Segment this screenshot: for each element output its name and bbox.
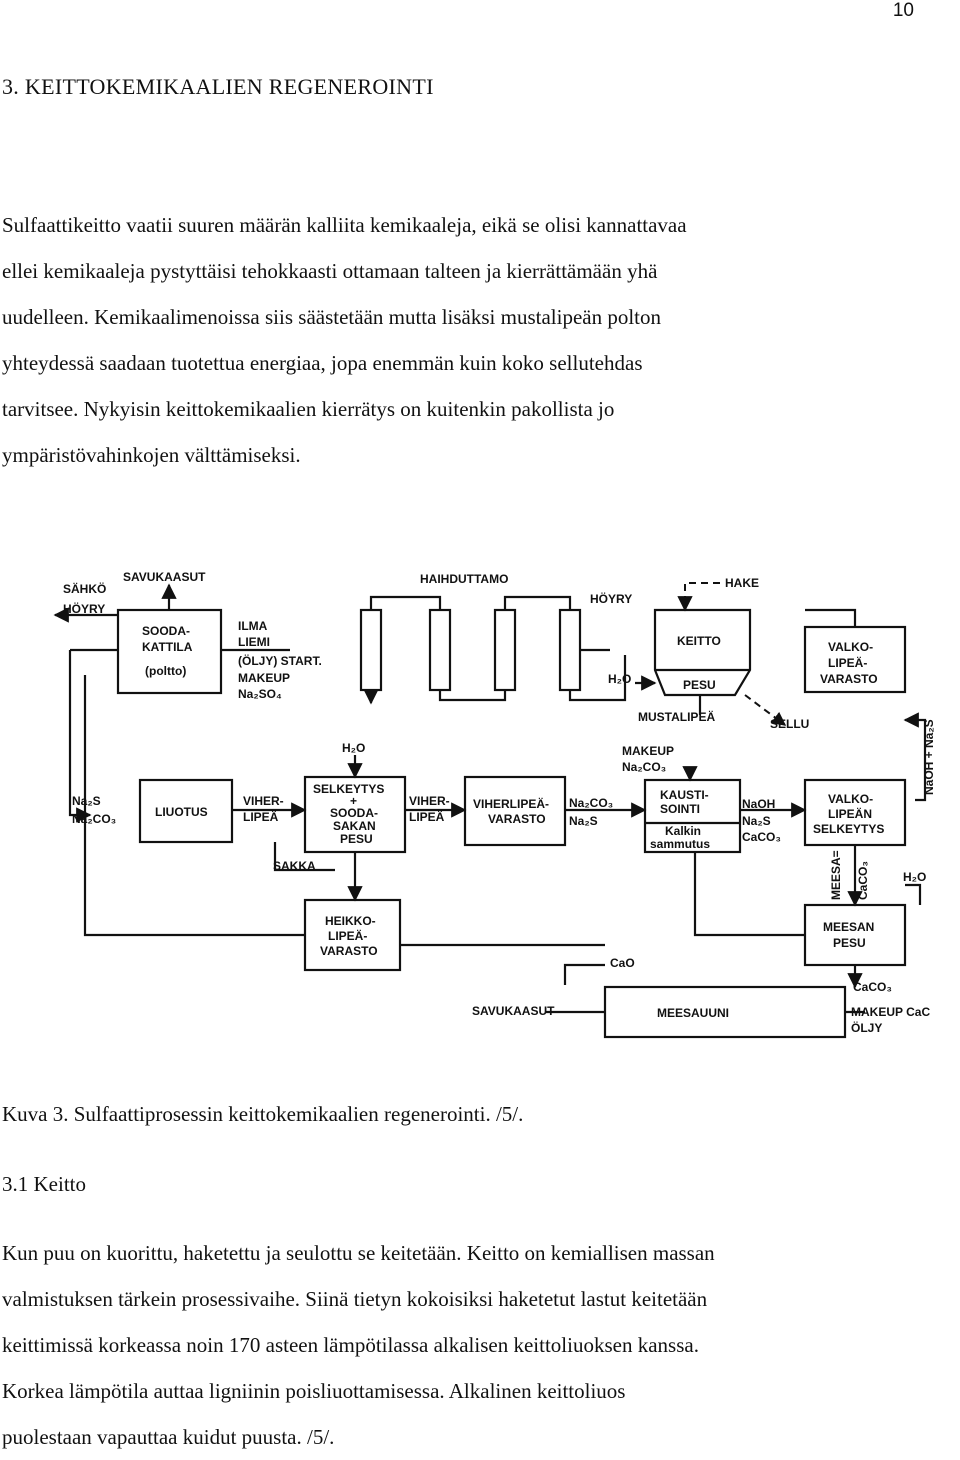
diagram-label: NaOH: [742, 797, 775, 811]
figure-caption: Kuva 3. Sulfaattiprosessin keittokemikaa…: [2, 1102, 524, 1126]
box-label: MEESAN: [823, 920, 874, 934]
box-label: +: [350, 794, 357, 808]
box-label: KEITTO: [677, 634, 721, 648]
diagram-label: LIPEÄ: [243, 809, 279, 824]
diagram-label: MAKEUP: [622, 744, 674, 758]
diagram-label: Na₂S: [569, 814, 598, 828]
box-label: KATTILA: [142, 640, 193, 654]
diagram-label: H₂O: [608, 672, 631, 686]
box-label: VARASTO: [820, 672, 878, 686]
box-label: HEIKKO-: [325, 914, 376, 928]
text-line: Sulfaattikeitto vaatii suuren määrän kal…: [2, 213, 687, 237]
diagram-label: Na₂S: [742, 814, 771, 828]
diagram-label: VIHER-: [243, 794, 284, 808]
liuotus-box: [138, 778, 234, 844]
box-label: LIPEÄ-: [328, 928, 367, 943]
intro-paragraph: Sulfaattikeitto vaatii suuren määrän kal…: [2, 202, 952, 478]
box-label: VALKO-: [828, 640, 873, 654]
diagram-label: SAVUKAASUT: [472, 1004, 555, 1018]
box-label: sammutus: [650, 837, 710, 851]
diagram-label: H₂O: [903, 870, 926, 884]
box-label: Kalkin: [665, 824, 701, 838]
diagram-label: SAVUKAASUT: [123, 570, 206, 584]
box-label: VARASTO: [320, 944, 378, 958]
diagram-label: MAKEUP CaC: [851, 1005, 930, 1019]
diagram-label: Na₂CO₃: [72, 812, 116, 826]
selkeytys-box: [303, 775, 407, 854]
diagram-label: Na₂CO₃: [622, 760, 666, 774]
diagram-label: LIPEÄ: [409, 809, 445, 824]
diagram-label: Na₂SO₄: [238, 687, 282, 701]
meesan-pesu-box: [803, 903, 907, 967]
text-line: tarvitsee. Nykyisin keittokemikaalien ki…: [2, 397, 615, 421]
diagram-label: HÖYRY: [590, 591, 632, 606]
box-label: LIPEÄ-: [828, 655, 867, 670]
box-label: PESU: [833, 936, 866, 950]
heikkolipea-varasto-box: [303, 898, 402, 972]
diagram-label: CaCO₃: [742, 830, 781, 844]
box-label: PESU: [340, 832, 373, 846]
diagram-label: ILMA: [238, 619, 268, 633]
text-line: ympäristövahinkojen välttämiseksi.: [2, 443, 301, 467]
diagram-label: NaOH + Na₂S: [922, 719, 936, 795]
text-line: valmistuksen tärkein prosessivaihe. Siin…: [2, 1287, 708, 1311]
box-label: (poltto): [145, 664, 186, 678]
diagram-label: HAIHDUTTAMO: [420, 572, 508, 586]
diagram-label: HAKE: [725, 576, 759, 590]
box-label: LIPEÄN: [828, 806, 872, 821]
diagram-label: Na₂CO₃: [569, 796, 613, 810]
keitto-paragraph: Kun puu on kuorittu, haketettu ja seulot…: [2, 1230, 957, 1460]
page-number: 10: [892, 0, 914, 21]
diagram-label: ÖLJY: [851, 1020, 882, 1035]
diagram-label: SAKKA: [273, 859, 316, 873]
diagram-label: VIHER-: [409, 794, 450, 808]
text-line: puolestaan vapauttaa kuidut puusta. /5/.: [2, 1425, 335, 1449]
box-label: SOODA-: [330, 806, 378, 820]
diagram-label: MEESA=: [829, 850, 843, 900]
box-label: SOINTI: [660, 802, 700, 816]
diagram-label: CaO: [610, 956, 635, 970]
box-label: SELKEYTYS: [813, 822, 884, 836]
diagram-label: CaCO₃: [856, 861, 870, 900]
diagram-label: MUSTALIPEÄ: [638, 709, 715, 724]
diagram-label: H₂O: [342, 741, 365, 755]
box-label: KAUSTI-: [660, 788, 709, 802]
diagram-label: SELLU: [770, 717, 809, 731]
text-line: ellei kemikaaleja pystyttäisi tehokkaast…: [2, 259, 658, 283]
diagram-label: SÄHKÖ: [63, 581, 106, 596]
box-label: PESU: [683, 678, 716, 692]
diagram-label: CaCO₃: [853, 980, 892, 994]
text-line: keittimissä korkeassa noin 170 asteen lä…: [2, 1333, 699, 1357]
text-line: Kun puu on kuorittu, haketettu ja seulot…: [2, 1241, 715, 1265]
text-line: yhteydessä saadaan tuotettua energiaa, j…: [2, 351, 643, 375]
box-label: VARASTO: [488, 812, 546, 826]
box-label: LIUOTUS: [155, 805, 208, 819]
subsection-heading: 3.1 Keitto: [2, 1172, 86, 1196]
diagram-label: HÖYRY: [63, 601, 105, 616]
text-line: uudelleen. Kemikaalimenoissa siis sääste…: [2, 305, 662, 329]
diagram-label: LIEMI: [238, 635, 270, 649]
viherlipea-varasto-box: [463, 775, 567, 847]
box-label: MEESAUUNI: [657, 1006, 729, 1020]
section-heading: 3. KEITTOKEMIKAALIEN REGENEROINTI: [2, 74, 434, 99]
box-label: SELKEYTYS: [313, 782, 384, 796]
box-label: VALKO-: [828, 792, 873, 806]
meesauuni-box: [603, 985, 847, 1039]
diagram-label: MAKEUP: [238, 671, 290, 685]
box-label: VIHERLIPEÄ-: [473, 796, 549, 811]
box-label: SOODA-: [142, 624, 190, 638]
valkolipea-varasto-box: [803, 625, 907, 694]
soodakattila-box: [116, 608, 223, 695]
text-line: Korkea lämpötila auttaa ligniinin poisli…: [2, 1379, 626, 1403]
diagram-label: Na₂S: [72, 794, 101, 808]
box-label: SAKAN: [333, 819, 376, 833]
diagram-label: (ÖLJY) START.: [238, 653, 322, 668]
process-diagram: SÄHKÖ HÖYRY SAVUKAASUT HAIHDUTTAMO HÖYRY…: [53, 570, 936, 1039]
